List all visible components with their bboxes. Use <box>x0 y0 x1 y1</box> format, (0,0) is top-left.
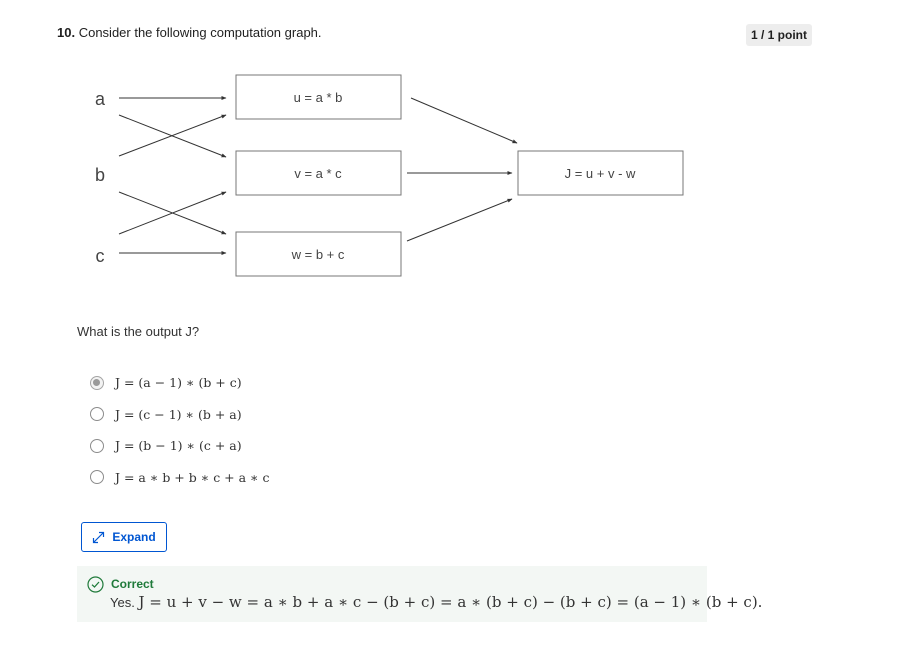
output-j-label: J = u + v - w <box>565 166 636 181</box>
node-v-label: v = a * c <box>294 166 342 181</box>
option-3-label: J = (b − 1) ∗ (c + a) <box>115 438 242 454</box>
expand-button[interactable]: Expand <box>81 522 167 552</box>
computation-graph: a b c u = a * b v = a * c w = b + c J = … <box>95 74 684 277</box>
radio-button[interactable] <box>90 407 104 422</box>
option-4[interactable]: J = a ∗ b + b ∗ c + a ∗ c <box>90 462 270 494</box>
node-w-box <box>235 231 402 277</box>
question-number: 10. <box>57 25 76 40</box>
edge-u-j <box>410 97 518 144</box>
input-a-label: a <box>95 89 106 109</box>
node-u-box <box>235 74 402 120</box>
feedback-explanation: J = u + v − w = a ∗ b + a ∗ c − (b + c) … <box>138 593 763 611</box>
question-header: 10. Consider the following computation g… <box>57 25 322 40</box>
edge-b-u <box>118 114 227 157</box>
input-c-label: c <box>96 246 105 266</box>
option-2-label: J = (c − 1) ∗ (b + a) <box>115 406 242 422</box>
question-prompt: What is the output J? <box>77 324 200 339</box>
input-b-label: b <box>95 165 105 185</box>
option-1[interactable]: J = (a − 1) ∗ (b + c) <box>90 367 270 399</box>
node-v-box <box>235 150 402 196</box>
radio-button[interactable] <box>90 470 104 485</box>
option-4-label: J = a ∗ b + b ∗ c + a ∗ c <box>115 469 270 485</box>
node-u-label: u = a * b <box>294 90 343 105</box>
node-w-label: w = b + c <box>291 247 345 262</box>
option-2[interactable]: J = (c − 1) ∗ (b + a) <box>90 399 270 431</box>
feedback-status: Correct <box>111 577 154 591</box>
edge-c-v <box>118 191 227 235</box>
feedback-panel: Correct Yes. J = u + v − w = a ∗ b + a ∗… <box>77 566 762 622</box>
feedback-prefix: Yes. <box>110 595 135 610</box>
check-circle-icon <box>87 576 104 593</box>
output-j-box <box>517 150 684 196</box>
expand-arrows-icon <box>93 531 105 543</box>
question-text: Consider the following computation graph… <box>78 25 322 40</box>
answer-options: J = (a − 1) ∗ (b + c) J = (c − 1) ∗ (b +… <box>90 367 270 493</box>
points-badge: 1 / 1 point <box>746 24 813 46</box>
feedback-text: Yes. J = u + v − w = a ∗ b + a ∗ c − (b … <box>110 593 762 611</box>
option-1-label: J = (a − 1) ∗ (b + c) <box>115 375 242 391</box>
edge-w-j <box>406 198 513 242</box>
radio-button[interactable] <box>90 438 104 453</box>
radio-button-selected[interactable] <box>90 375 104 390</box>
option-3[interactable]: J = (b − 1) ∗ (c + a) <box>90 430 270 462</box>
expand-label: Expand <box>112 530 156 544</box>
